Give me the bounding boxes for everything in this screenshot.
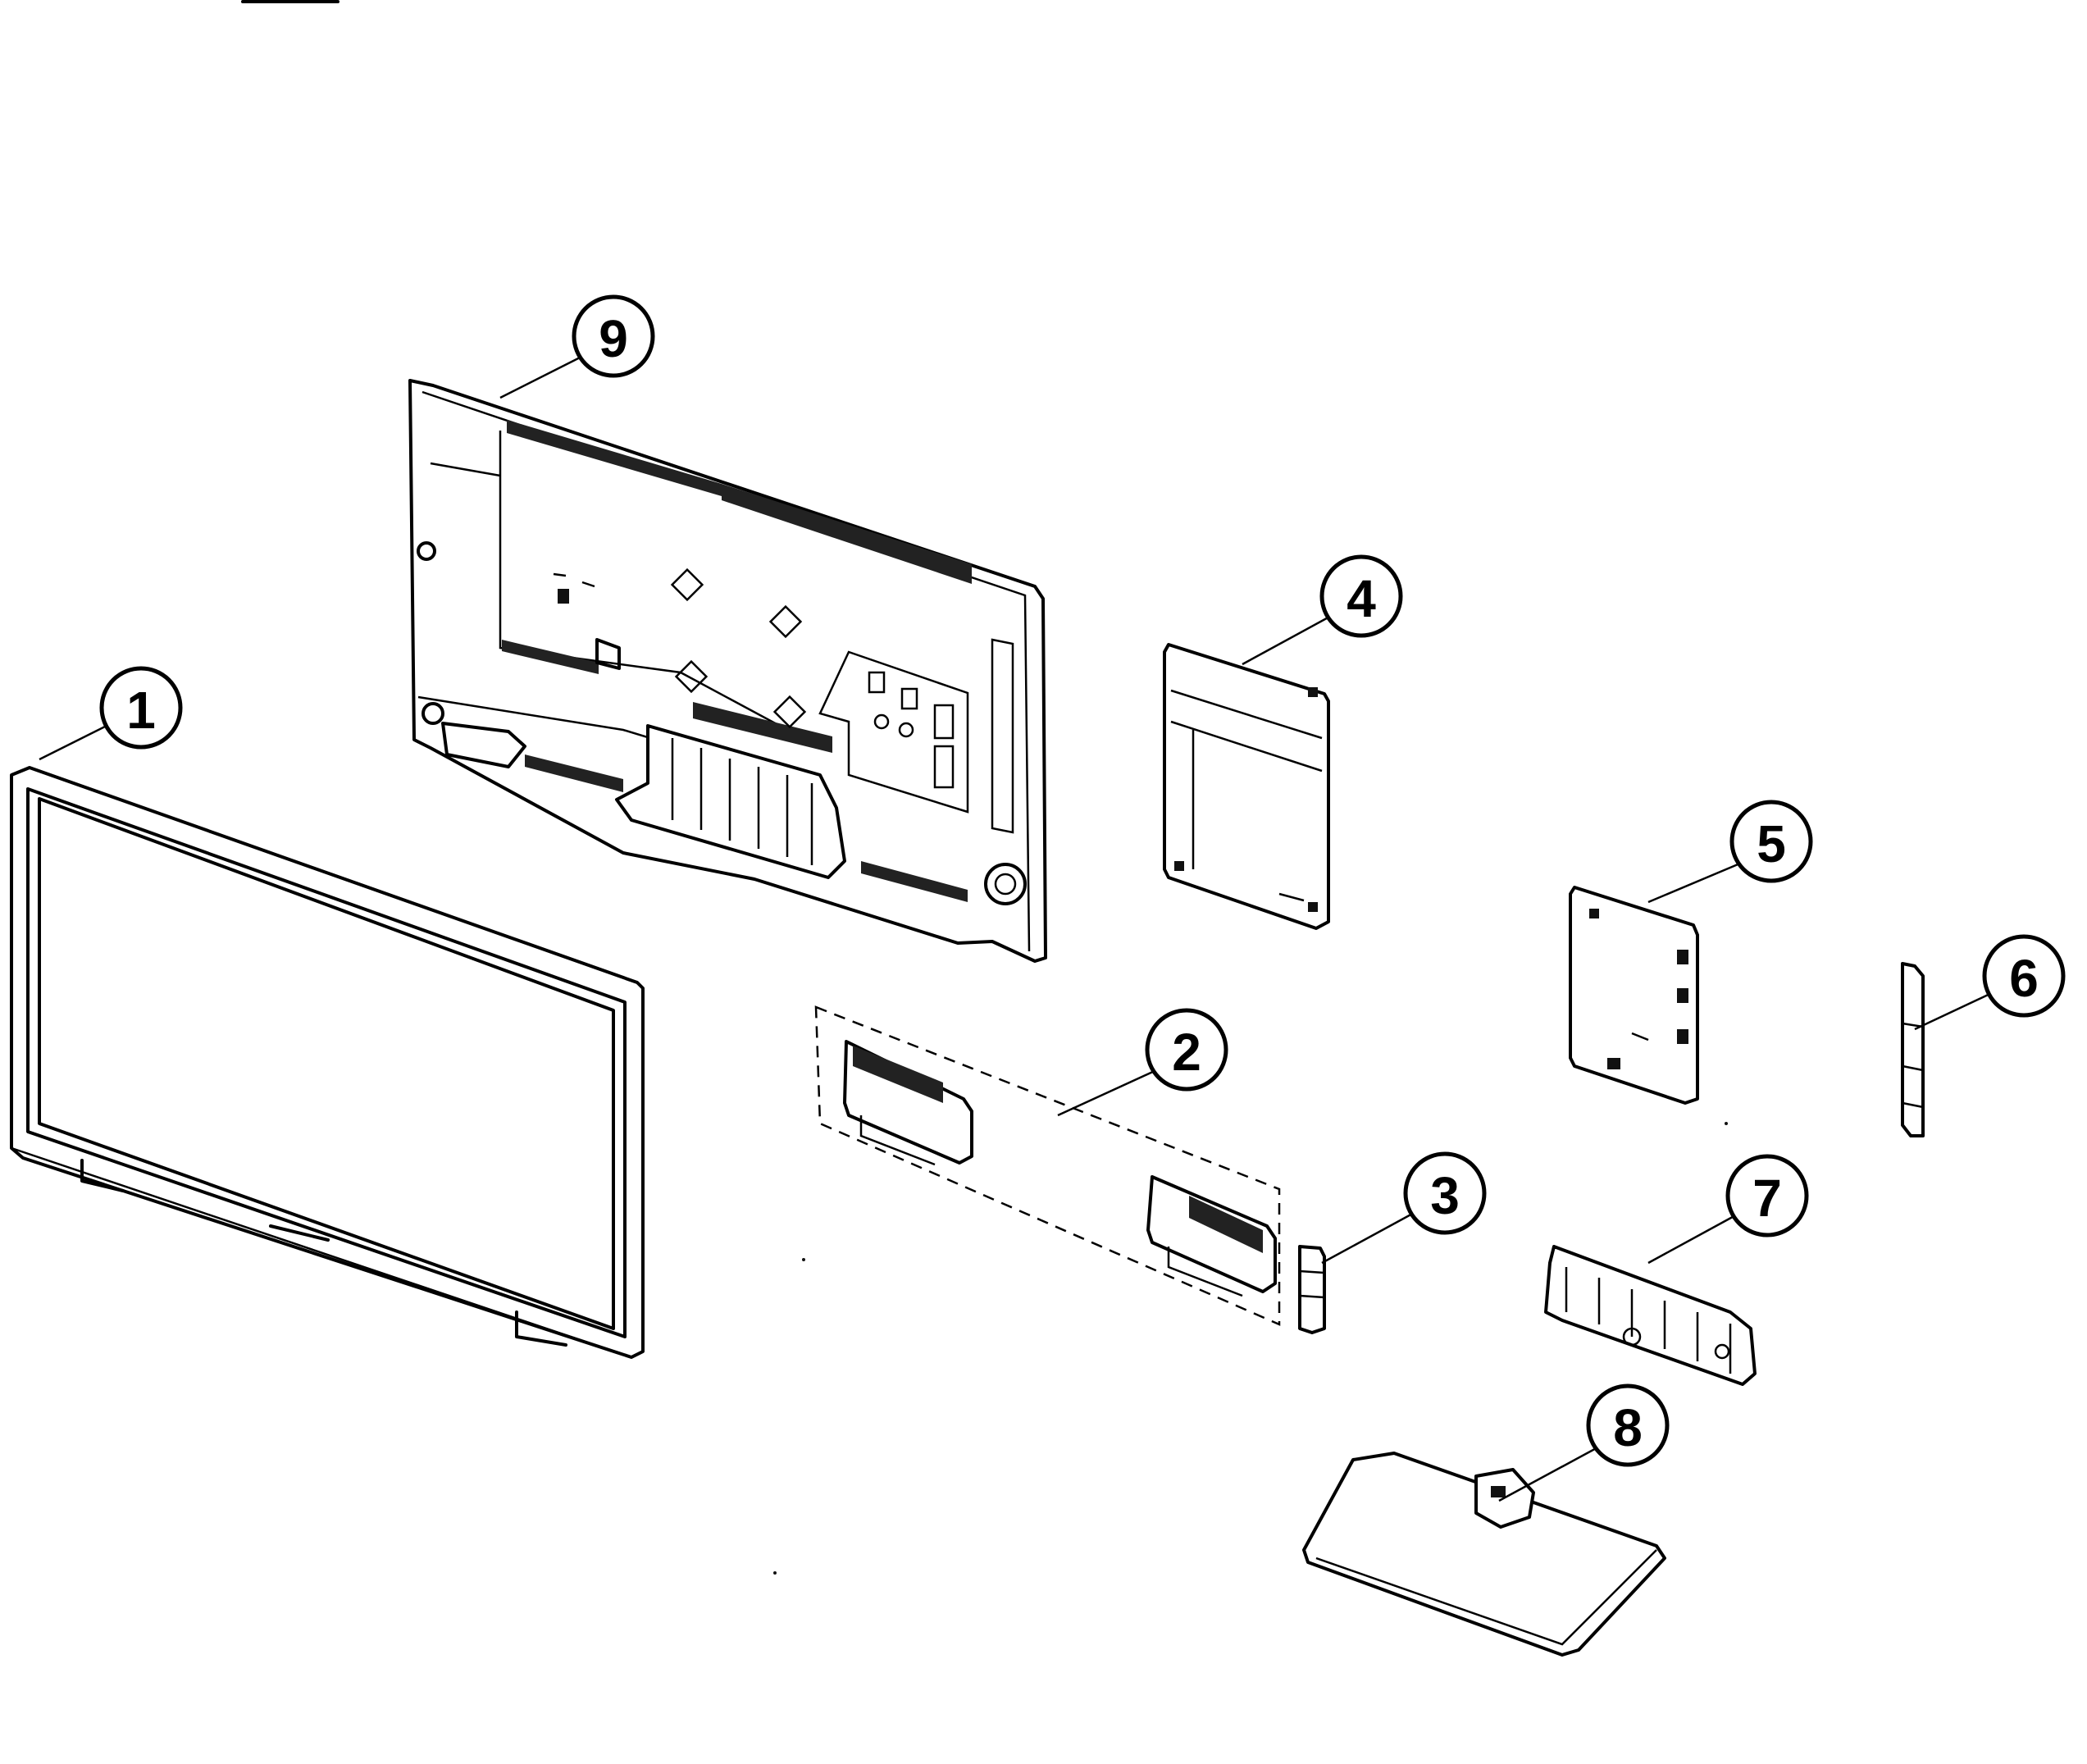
part-3-clip — [1298, 1245, 1326, 1334]
callout-label: 6 — [2009, 949, 2039, 1008]
callout-9: 9 — [572, 294, 655, 378]
leader-lines — [39, 353, 1998, 1502]
callout-label: 1 — [126, 681, 156, 740]
part-1-front-bezel — [10, 766, 645, 1359]
part-6-bracket — [1901, 962, 1925, 1137]
speaker-right — [1146, 1175, 1277, 1297]
callout-label: 7 — [1752, 1169, 1782, 1228]
callout-1: 1 — [99, 666, 183, 750]
part-5-board — [1569, 886, 1699, 1105]
callout-5: 5 — [1729, 800, 1813, 883]
callout-label: 3 — [1430, 1166, 1460, 1225]
callout-2: 2 — [1145, 1008, 1228, 1092]
callout-4: 4 — [1319, 554, 1403, 638]
callout-label: 8 — [1613, 1398, 1643, 1457]
callout-label: 4 — [1347, 569, 1376, 628]
speaker-left — [843, 1040, 973, 1166]
part-2-speakers-group — [814, 1005, 1281, 1326]
callout-3: 3 — [1403, 1151, 1487, 1235]
part-7-stand-neck — [1544, 1245, 1757, 1386]
callout-label: 5 — [1757, 814, 1786, 873]
part-9-rear-cover — [408, 379, 1047, 963]
callout-6: 6 — [1982, 934, 2066, 1018]
callout-label: 9 — [599, 309, 628, 368]
callout-label: 2 — [1172, 1023, 1201, 1082]
part-4-board — [1163, 643, 1330, 930]
callout-8: 8 — [1586, 1383, 1670, 1467]
part-8-stand-base — [1302, 1452, 1666, 1657]
callout-7: 7 — [1725, 1154, 1809, 1238]
